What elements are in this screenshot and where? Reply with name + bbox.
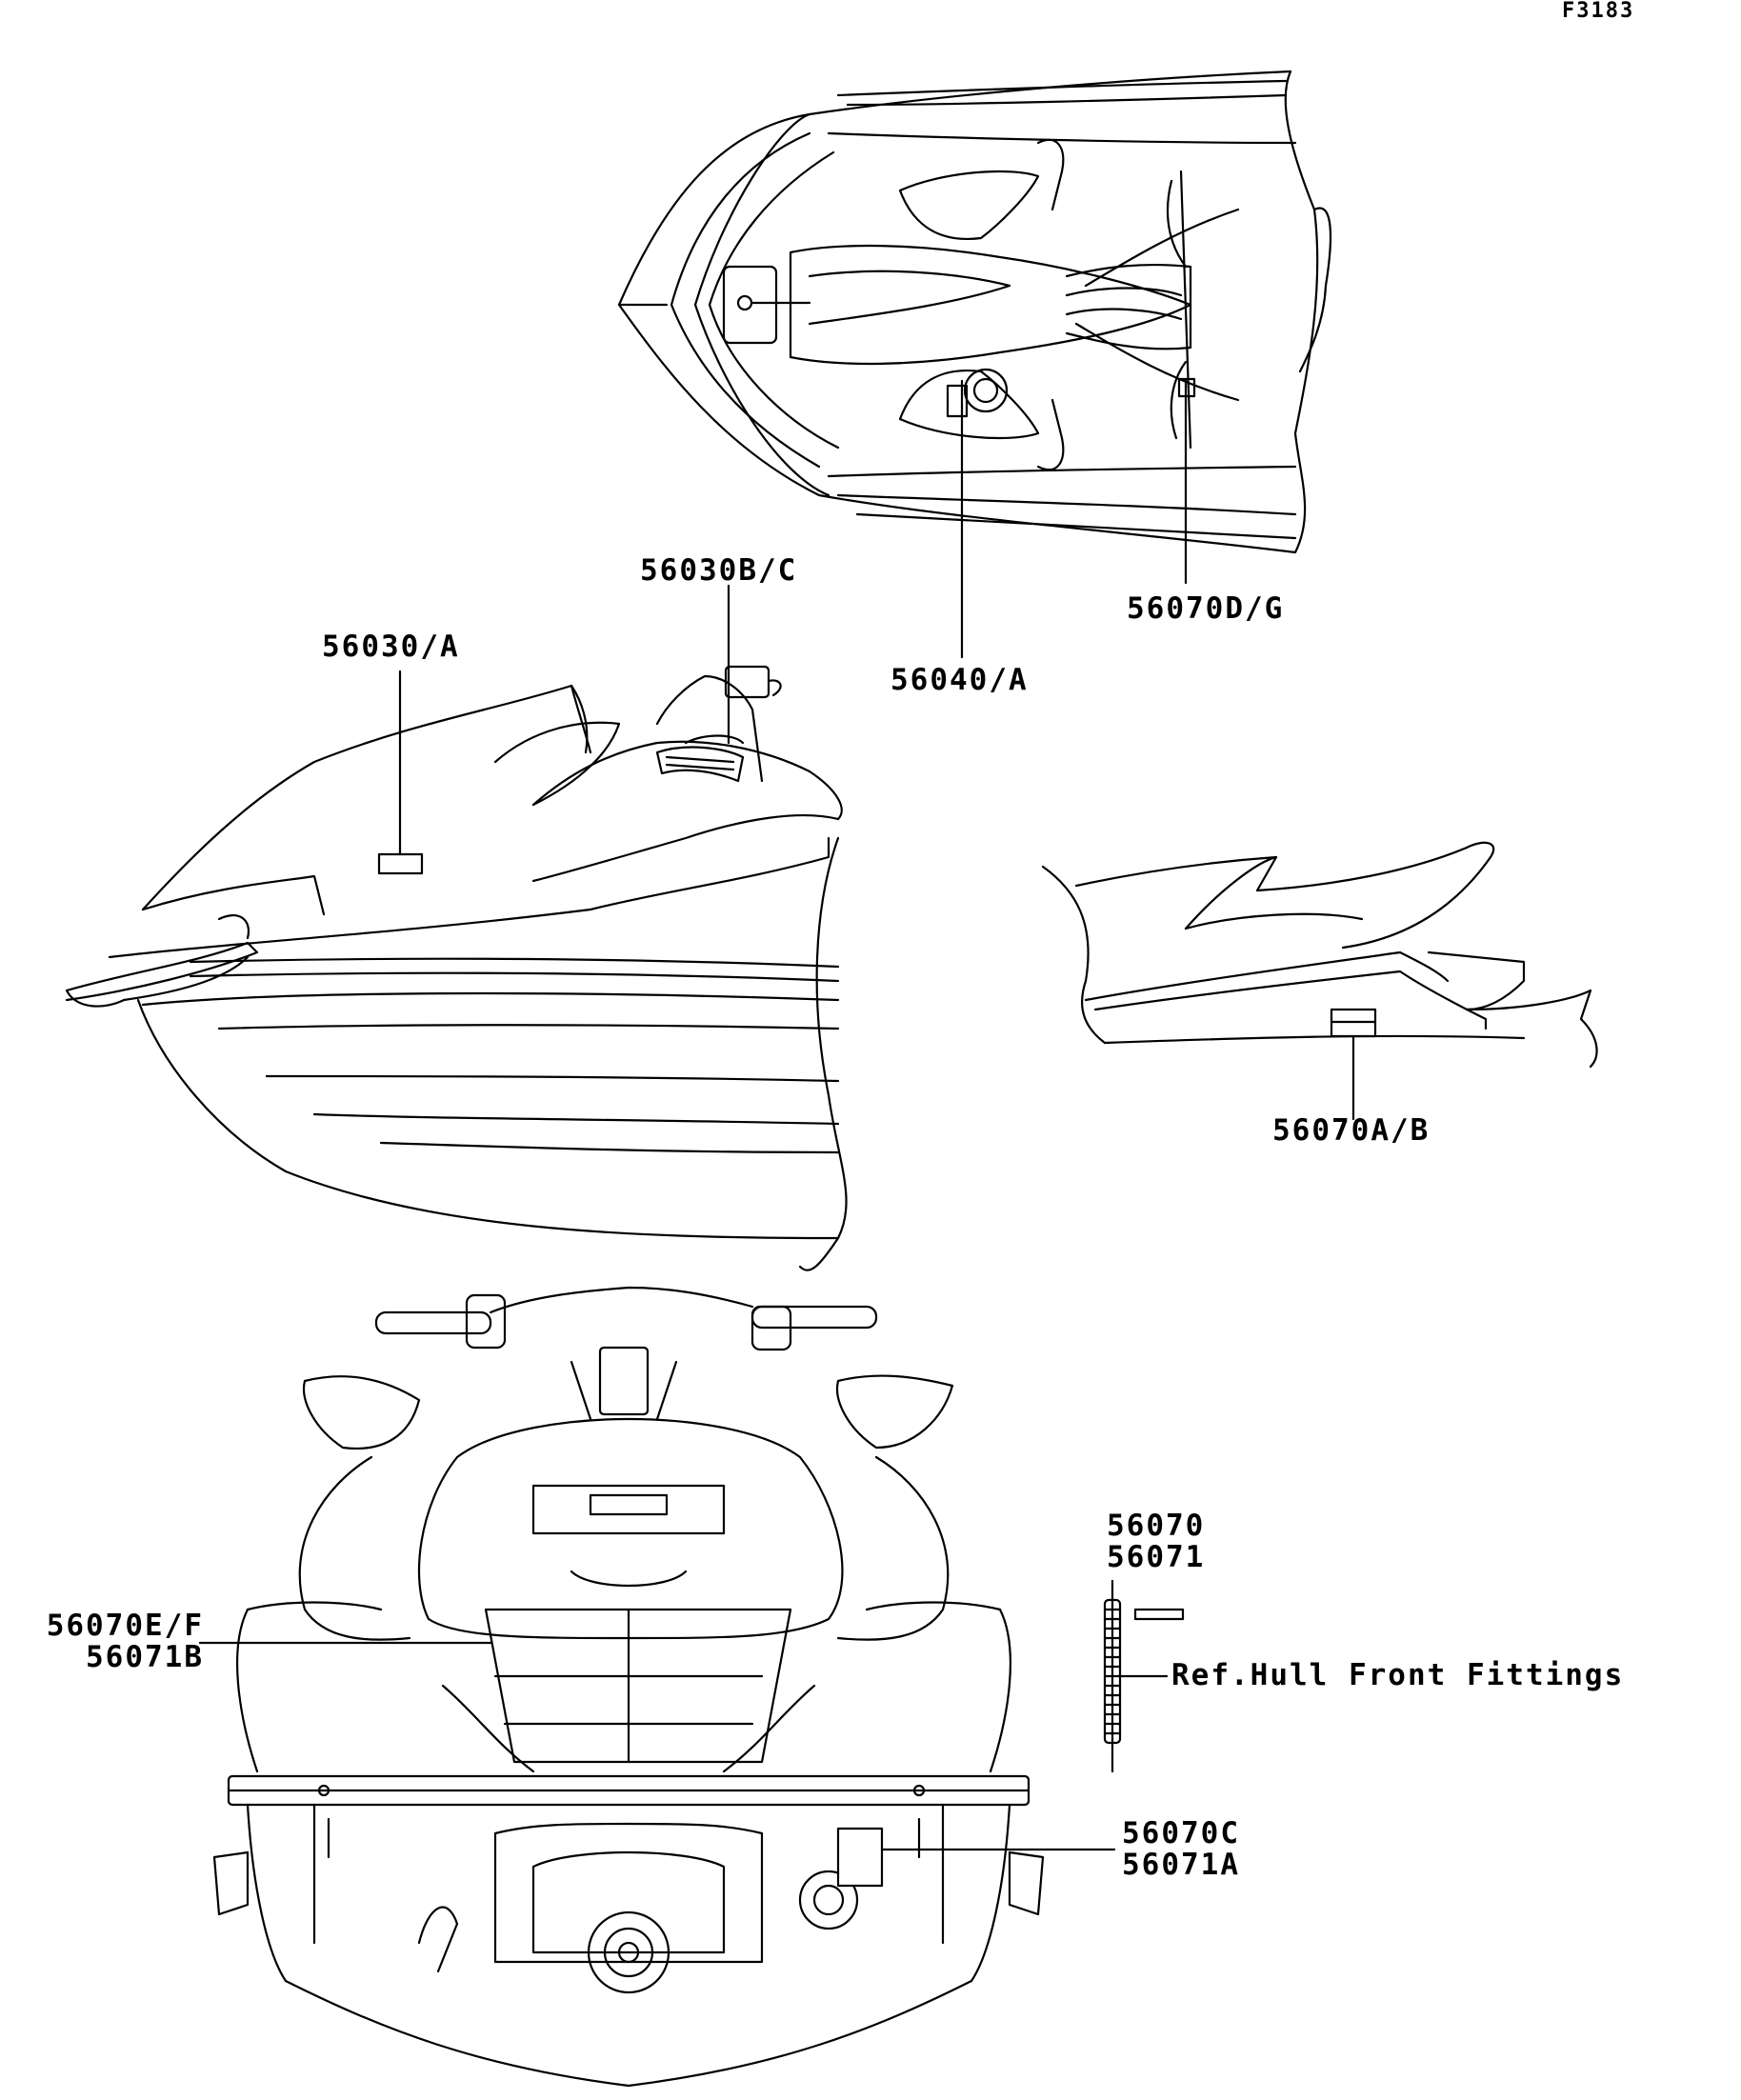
callout-56070AB: 56070A/B xyxy=(1272,1113,1431,1148)
rear-seat-detail xyxy=(1043,843,1597,1119)
rear-view-watercraft xyxy=(200,1288,1114,2086)
callout-56071B: 56071B xyxy=(86,1640,204,1674)
spring-part-detail xyxy=(1105,1581,1183,1771)
side-view-watercraft xyxy=(67,586,847,1270)
callout-56070: 56070 xyxy=(1107,1509,1206,1543)
ref-hull-front-fittings: Ref.Hull Front Fittings xyxy=(1171,1658,1625,1692)
figure-code: F3183 xyxy=(1562,0,1635,23)
callout-56071A: 56071A xyxy=(1122,1848,1240,1882)
callout-56070DG: 56070D/G xyxy=(1127,591,1285,626)
callout-56030A: 56030/A xyxy=(322,630,460,664)
callout-56030BC: 56030B/C xyxy=(640,553,798,588)
top-view-watercraft xyxy=(619,71,1331,657)
callout-56071: 56071 xyxy=(1107,1540,1206,1574)
callout-56070C: 56070C xyxy=(1122,1816,1240,1850)
callout-56070EF: 56070E/F xyxy=(46,1609,204,1643)
callout-56040A: 56040/A xyxy=(891,663,1029,697)
